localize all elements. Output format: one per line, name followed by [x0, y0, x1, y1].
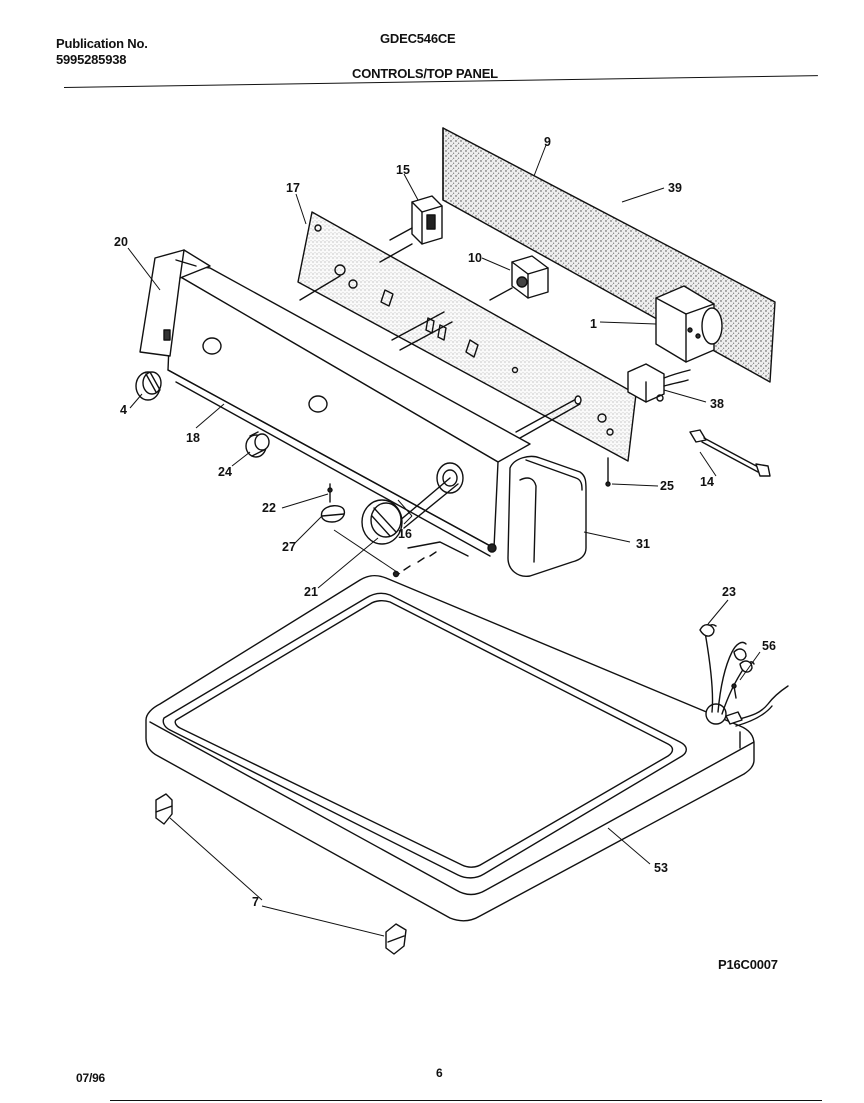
- page-number: 6: [436, 1066, 443, 1080]
- callout-23: 23: [722, 585, 736, 599]
- callout-9: 9: [544, 135, 551, 149]
- callout-25: 25: [660, 479, 674, 493]
- screw-part: [605, 457, 611, 487]
- callout-17: 17: [286, 181, 300, 195]
- callout-38: 38: [710, 397, 724, 411]
- callout-15: 15: [396, 163, 410, 177]
- callout-56: 56: [762, 639, 776, 653]
- right-end-cap: [507, 455, 587, 577]
- publication-label: Publication No.: [56, 36, 148, 51]
- clip-part-left: [155, 793, 173, 825]
- large-knob-part: [361, 499, 403, 545]
- callout-labels: 9 39 15 17 20 10 1 38 4 18 24 14 25 22 1…: [114, 135, 776, 909]
- callout-4: 4: [120, 403, 127, 417]
- callout-18: 18: [186, 431, 200, 445]
- callout-10: 10: [468, 251, 482, 265]
- publication-number: 5995285938: [56, 52, 127, 67]
- switch-part: [389, 195, 443, 245]
- clip-part-right: [385, 923, 407, 955]
- callout-24: 24: [218, 465, 232, 479]
- leader-lines: [127, 144, 761, 937]
- callout-20: 20: [114, 235, 128, 249]
- publication-date: 07/96: [76, 1071, 106, 1085]
- callout-31: 31: [636, 537, 650, 551]
- bushing-part: [245, 431, 270, 458]
- screw-and-clip-parts: [320, 483, 346, 523]
- callout-14: 14: [700, 475, 714, 489]
- harness-strap-part: [689, 429, 771, 477]
- callout-53: 53: [654, 861, 668, 875]
- callout-16: 16: [398, 527, 412, 541]
- callout-39: 39: [668, 181, 682, 195]
- small-knob-part: [135, 371, 162, 401]
- callout-1: 1: [590, 317, 597, 331]
- callout-22: 22: [262, 501, 276, 515]
- terminal-block-part: [627, 363, 691, 403]
- control-panel-plate: [297, 211, 637, 462]
- left-end-cap: [139, 249, 211, 357]
- callout-21: 21: [304, 585, 318, 599]
- model-number: GDEC546CE: [380, 31, 456, 46]
- figure-code: P16C0007: [718, 957, 778, 972]
- callout-27: 27: [282, 540, 296, 554]
- top-panel: [145, 541, 755, 922]
- wire-harness-part: [699, 624, 789, 727]
- footer-rule: [110, 1100, 822, 1101]
- timer-part: [655, 285, 723, 363]
- section-title: CONTROLS/TOP PANEL: [352, 66, 498, 81]
- control-rods: [299, 243, 582, 529]
- rotary-switch-part: [489, 255, 549, 301]
- callout-7: 7: [252, 895, 259, 909]
